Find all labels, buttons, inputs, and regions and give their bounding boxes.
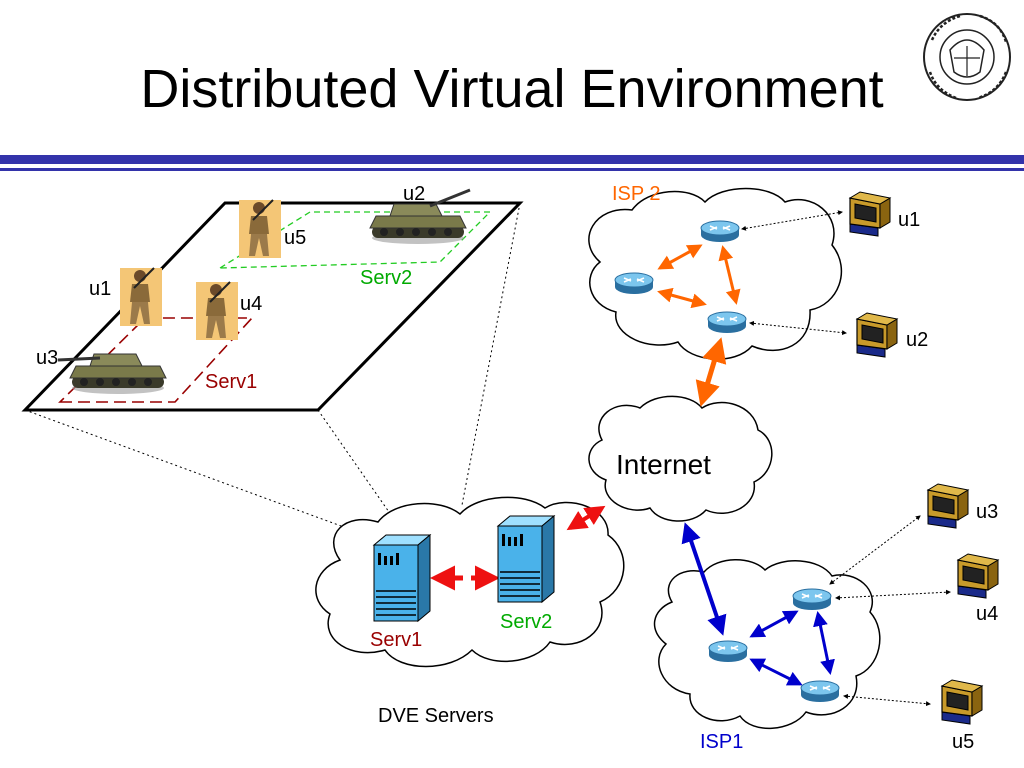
tank-gun: [57, 356, 101, 362]
client-label-u1: u1: [898, 209, 920, 231]
router-icon: [707, 311, 747, 334]
isp1-link: [749, 610, 799, 638]
client-label-u4: u4: [976, 603, 998, 625]
router-icon: [614, 272, 654, 295]
tank-gun: [429, 188, 471, 208]
computer-terminal-icon: [856, 312, 898, 358]
world-label-u3: u3: [36, 347, 58, 369]
soldier-icon: [195, 281, 239, 341]
internet-cloud: [588, 395, 773, 522]
router-icon: [708, 640, 748, 663]
world-label-u5: u5: [284, 227, 306, 249]
slide-title: Distributed Virtual Environment: [140, 59, 884, 119]
router-icon: [700, 220, 740, 243]
client-link-u4: [835, 589, 951, 601]
isp2-link: [657, 287, 707, 309]
isp2-link: [657, 244, 703, 270]
isp1-cloud: [653, 559, 881, 729]
soldier-icon: [119, 267, 163, 327]
client-label-u5: u5: [952, 731, 974, 753]
soldier-icon: [238, 199, 282, 259]
isp2-internet-link: [695, 337, 727, 407]
server2-label: Serv2: [500, 611, 552, 633]
computer-terminal-icon: [927, 483, 969, 529]
dve-servers-label: DVE Servers: [378, 705, 494, 727]
computer-terminal-icon: [849, 191, 891, 237]
world-label-u4: u4: [240, 293, 262, 315]
client-label-u2: u2: [906, 329, 928, 351]
client-link-u3: [829, 515, 921, 585]
client-link-u2: [749, 320, 847, 336]
server1-label: Serv1: [370, 629, 422, 651]
computer-terminal-icon: [941, 679, 983, 725]
computer-terminal-icon: [957, 553, 999, 599]
isp1-link: [749, 658, 803, 686]
router-icon: [792, 588, 832, 611]
isp1-internet-link: [681, 522, 727, 636]
projection-line: [461, 202, 521, 506]
university-seal-icon: [923, 13, 1011, 101]
isp1-link: [813, 611, 835, 675]
isp2-cloud: [588, 187, 843, 360]
server-tower-icon: [497, 515, 555, 603]
client-label-u3: u3: [976, 501, 998, 523]
title-rule-thick: [0, 155, 1024, 164]
projection-line: [317, 409, 399, 526]
internet-label: Internet: [616, 449, 711, 480]
isp1-label: ISP1: [700, 731, 743, 753]
router-icon: [800, 680, 840, 703]
client-link-u1: [741, 210, 843, 231]
tank-icon: [369, 203, 467, 245]
dve-internet-link: [566, 505, 606, 531]
title-rule-thin: [0, 168, 1024, 171]
server-tower-icon: [373, 534, 431, 622]
isp2-label: ISP 2: [612, 183, 661, 205]
isp2-link: [718, 245, 741, 305]
world-label-serv1: Serv1: [205, 371, 257, 393]
serv1-region: [58, 317, 254, 403]
world-label-serv2: Serv2: [360, 267, 412, 289]
projection-line: [24, 409, 353, 531]
world-label-u1: u1: [89, 278, 111, 300]
world-label-u2: u2: [403, 183, 425, 205]
client-link-u5: [843, 693, 931, 707]
